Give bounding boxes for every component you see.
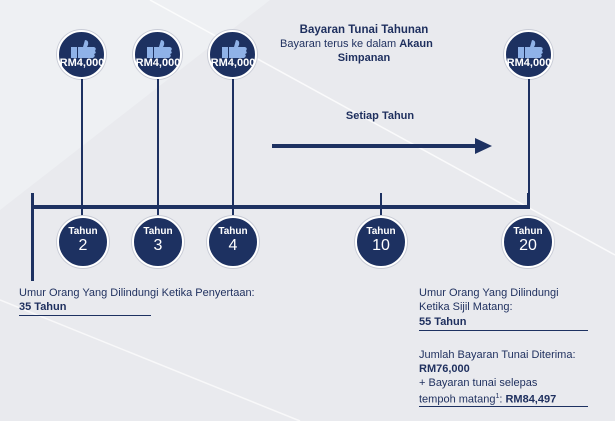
maturity-age-label-line2: Ketika Sijil Matang: bbox=[419, 301, 513, 313]
thumbs-up-icon bbox=[222, 40, 247, 58]
payout-stem bbox=[81, 79, 83, 207]
post-maturity-amount: RM84,497 bbox=[505, 393, 557, 406]
timeline-start-cap bbox=[31, 193, 34, 281]
post-maturity-line1: + Bayaran tunai selepas bbox=[419, 377, 538, 389]
entry-age-value: 35 Tahun bbox=[19, 301, 67, 313]
timeline-tick bbox=[380, 193, 382, 207]
payout-amount: RM4,000 bbox=[506, 57, 552, 69]
payout-stem bbox=[232, 79, 234, 207]
year-value: 3 bbox=[153, 237, 163, 254]
payout-medal bbox=[57, 30, 106, 79]
year-value: 4 bbox=[228, 237, 238, 254]
year-label: Tahun bbox=[513, 226, 543, 237]
payout-stem bbox=[157, 79, 159, 207]
year-connector bbox=[157, 207, 159, 219]
entry-age-label: Umur Orang Yang Dilindungi Ketika Penyer… bbox=[19, 287, 255, 299]
year-circle: Tahun 3 bbox=[132, 216, 184, 268]
year-label: Tahun bbox=[68, 226, 98, 237]
maturity-age-underline bbox=[419, 330, 588, 331]
payout-amount: RM4,000 bbox=[210, 57, 256, 69]
arrow-right-icon bbox=[272, 138, 492, 154]
thumbs-up-icon bbox=[71, 40, 96, 58]
year-circle: Tahun 2 bbox=[57, 216, 109, 268]
arrow-label: Setiap Tahun bbox=[345, 110, 415, 122]
total-label: Jumlah Bayaran Tunai Diterima: bbox=[419, 349, 576, 361]
timeline-end-cap bbox=[527, 193, 530, 209]
year-circle: Tahun 4 bbox=[207, 216, 259, 268]
thumbs-up-icon bbox=[147, 40, 172, 58]
thumbs-up-icon bbox=[518, 40, 543, 58]
year-value: 10 bbox=[372, 237, 390, 254]
payout-amount: RM4,000 bbox=[59, 57, 105, 69]
post-maturity-text: tempoh matang bbox=[419, 393, 496, 406]
year-connector bbox=[380, 207, 382, 219]
year-label: Tahun bbox=[143, 226, 173, 237]
maturity-age-label-line1: Umur Orang Yang Dilindungi bbox=[419, 287, 559, 299]
year-label: Tahun bbox=[366, 226, 396, 237]
total-underline bbox=[419, 406, 588, 407]
total-amount: RM76,000 bbox=[419, 363, 470, 375]
timeline-axis bbox=[33, 205, 530, 209]
year-value: 20 bbox=[519, 237, 537, 254]
year-connector bbox=[232, 207, 234, 219]
year-value: 2 bbox=[78, 237, 88, 254]
year-label: Tahun bbox=[218, 226, 248, 237]
year-circle: Tahun 10 bbox=[355, 216, 407, 268]
header-subtitle: Bayaran terus ke dalam Akaun bbox=[280, 37, 500, 51]
post-maturity-colon: : bbox=[499, 393, 506, 406]
header-subtitle-line3: Simpanan bbox=[337, 52, 391, 64]
payout-medal bbox=[133, 30, 182, 79]
entry-age-underline bbox=[19, 315, 151, 316]
year-connector bbox=[81, 207, 83, 219]
payout-medal bbox=[208, 30, 257, 79]
post-maturity-line2: tempoh matang1: RM84,497 bbox=[419, 390, 609, 407]
payout-stem bbox=[528, 79, 530, 207]
header-subtitle-text: Bayaran terus ke dalam bbox=[280, 38, 400, 50]
header-title: Bayaran Tunai Tahunan bbox=[299, 24, 429, 36]
payout-medal bbox=[504, 30, 553, 79]
payout-amount: RM4,000 bbox=[135, 57, 181, 69]
maturity-age-value: 55 Tahun bbox=[419, 316, 467, 328]
year-circle: Tahun 20 bbox=[502, 216, 554, 268]
footnote-marker: 1 bbox=[495, 393, 500, 400]
header-subtitle-bold: Akaun bbox=[399, 38, 433, 50]
